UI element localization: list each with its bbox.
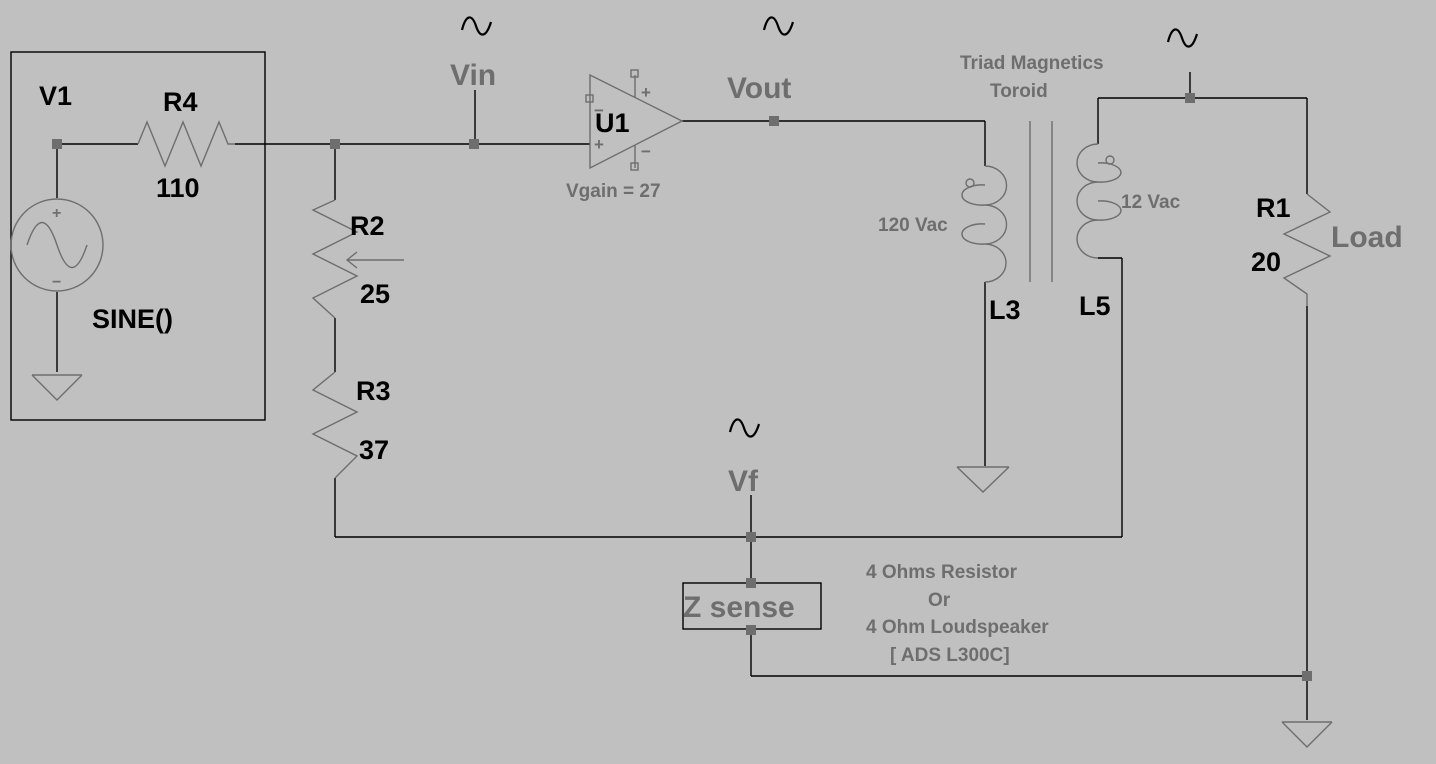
l5-label: L5 bbox=[1079, 291, 1111, 321]
r4-value: 110 bbox=[156, 173, 200, 203]
v1-minus-sign: − bbox=[52, 274, 61, 291]
r1-value: 20 bbox=[1251, 247, 1281, 277]
toroid-label-line2: Toroid bbox=[990, 81, 1048, 102]
transformer-core bbox=[1029, 121, 1053, 282]
load-label: Load bbox=[1331, 221, 1403, 254]
resistor-r4 bbox=[137, 120, 235, 168]
v1-plus-sign: + bbox=[52, 205, 61, 222]
opamp-plus-sign: + bbox=[641, 83, 651, 102]
probe-vf-icon bbox=[728, 418, 761, 438]
source-block-frame bbox=[10, 51, 266, 421]
inductor-l5 bbox=[1076, 143, 1122, 259]
vf-label: Vf bbox=[728, 465, 759, 498]
zsense-label: Z sense bbox=[683, 591, 795, 624]
l3-label: L3 bbox=[989, 295, 1021, 325]
vgain-label: Vgain = 27 bbox=[566, 181, 661, 202]
r4-label: R4 bbox=[163, 87, 198, 117]
potentiometer-wiper-icon bbox=[345, 251, 404, 269]
note-line-1: 4 Ohms Resistor bbox=[866, 562, 1018, 583]
r3-label: R3 bbox=[356, 376, 391, 406]
sine-label: SINE() bbox=[92, 304, 173, 334]
vin-label: Vin bbox=[450, 59, 496, 92]
connection-nodes bbox=[52, 93, 1312, 681]
note-line-4: [ ADS L300C] bbox=[890, 645, 1010, 666]
inductor-l3 bbox=[961, 165, 1008, 283]
resistor-r2 bbox=[311, 199, 359, 319]
probe-load-icon bbox=[1166, 28, 1199, 48]
r2-label: R2 bbox=[350, 211, 385, 241]
opamp-input-minus-sign: − bbox=[594, 101, 604, 120]
vout-label: Vout bbox=[727, 72, 791, 105]
ground-icon bbox=[1281, 721, 1333, 748]
toroid-label-line1: Triad Magnetics bbox=[960, 53, 1104, 74]
l5-voltage-label: 12 Vac bbox=[1121, 192, 1181, 213]
ground-icon bbox=[31, 374, 83, 401]
wires bbox=[56, 97, 1308, 720]
opamp-minus-sign: − bbox=[641, 142, 651, 161]
voltage-source-v1 bbox=[10, 198, 104, 292]
opamp-u1 bbox=[585, 69, 684, 171]
r2-value: 25 bbox=[360, 279, 390, 309]
resistor-r1 bbox=[1282, 193, 1332, 306]
opamp-input-plus-sign: + bbox=[594, 135, 604, 154]
r1-label: R1 bbox=[1256, 193, 1291, 223]
l3-voltage-label: 120 Vac bbox=[878, 215, 948, 236]
probe-vout-icon bbox=[762, 16, 795, 36]
r3-value: 37 bbox=[359, 435, 389, 465]
note-line-3: 4 Ohm Loudspeaker bbox=[866, 617, 1049, 638]
probe-vin-icon bbox=[460, 16, 493, 36]
note-line-2: Or bbox=[928, 590, 951, 611]
ground-icon bbox=[956, 466, 1010, 493]
resistor-r3 bbox=[311, 371, 359, 479]
v1-label: V1 bbox=[39, 81, 72, 111]
u1-label: U1 bbox=[595, 108, 630, 138]
